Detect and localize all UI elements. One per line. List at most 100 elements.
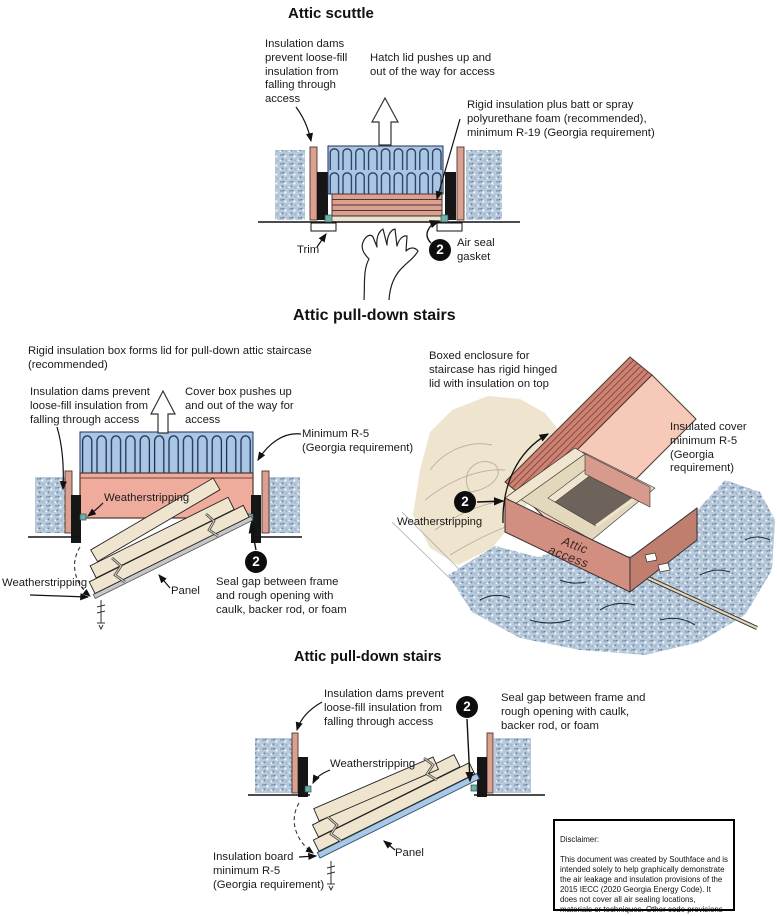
disclaimer-body: This document was created by Southface a… bbox=[560, 855, 728, 916]
label-insulation-dams: Insulation dams prevent loose-fill insul… bbox=[324, 688, 444, 728]
pulldown-3d-drawing bbox=[391, 356, 775, 655]
attic-floor bbox=[413, 396, 560, 565]
note-badge-2: 2 bbox=[245, 551, 267, 573]
attic-scuttle-drawing bbox=[258, 96, 520, 301]
leader-panel bbox=[383, 840, 396, 851]
loose-fill-right bbox=[466, 150, 502, 220]
dam-board-right bbox=[456, 146, 465, 221]
leader-trim bbox=[316, 233, 327, 248]
disclaimer-heading: Disclaimer: bbox=[560, 835, 600, 845]
title-attic-scuttle: Attic scuttle bbox=[288, 5, 374, 22]
insulation-board bbox=[316, 772, 481, 859]
box-inner-wall bbox=[584, 453, 651, 508]
dam-board-right bbox=[261, 470, 270, 534]
trim-right bbox=[436, 222, 463, 232]
leader-badge bbox=[248, 522, 257, 551]
leader-dams bbox=[56, 426, 67, 491]
hinge-tab bbox=[657, 562, 671, 573]
label-cover-box: Cover box pushes up and out of the way f… bbox=[185, 386, 294, 426]
loose-fill-squiggles bbox=[479, 536, 771, 626]
air-seal-gasket-right bbox=[440, 214, 449, 223]
push-up-arrow bbox=[150, 389, 176, 434]
label-rigid-box: Rigid insulation box forms lid for pull-… bbox=[28, 345, 312, 371]
note-badge-2: 2 bbox=[456, 696, 478, 718]
label-weatherstripping: Weatherstripping bbox=[330, 758, 416, 770]
lid-edge-stripes bbox=[508, 359, 649, 498]
pull-cord bbox=[96, 600, 106, 631]
label-seal-gap: Seal gap between frame and rough opening… bbox=[216, 576, 347, 616]
disclaimer-box: Disclaimer: This document was created by… bbox=[553, 819, 735, 916]
label-air-seal-gasket: Air seal gasket bbox=[457, 237, 495, 263]
label-weatherstripping-top: Weatherstripping bbox=[104, 492, 190, 504]
loose-fill-left bbox=[35, 477, 65, 533]
label-weatherstripping: Weatherstripping bbox=[397, 516, 483, 528]
leader-panel bbox=[158, 574, 171, 589]
folded-stair-panel bbox=[311, 754, 481, 859]
leader-gasket bbox=[426, 220, 441, 244]
weatherstripping-left bbox=[304, 785, 312, 793]
lid-swing-arrow bbox=[502, 433, 550, 524]
hand-pushing bbox=[361, 228, 419, 301]
insulation-dam-left bbox=[298, 757, 308, 797]
title-pulldown-bottom: Attic pull-down stairs bbox=[294, 649, 442, 665]
air-seal-gasket-left bbox=[324, 214, 333, 223]
hatch-lid bbox=[325, 215, 447, 223]
prop-stick bbox=[647, 576, 758, 630]
loose-fill-right bbox=[269, 477, 300, 533]
pull-cord bbox=[326, 861, 336, 892]
leader-ws-top bbox=[87, 502, 104, 517]
weatherstripping-left bbox=[79, 513, 87, 521]
loose-fill-right bbox=[494, 738, 531, 793]
leader-r5 bbox=[257, 433, 302, 462]
dam-board-left bbox=[309, 146, 318, 221]
label-insulation-dams: Insulation dams prevent loose-fill insul… bbox=[265, 38, 348, 106]
stair-stringer bbox=[595, 495, 637, 528]
loose-fill-left bbox=[275, 150, 305, 220]
label-minimum-r5: Minimum R-5 (Georgia requirement) bbox=[302, 428, 414, 454]
label-weatherstripping-bottom: Weatherstripping bbox=[2, 577, 88, 589]
insulation-dam-right bbox=[477, 757, 487, 797]
insulation-dam-left bbox=[71, 495, 81, 543]
label-insulated-cover: Insulated cover minimum R-5 (Georgia req… bbox=[670, 421, 747, 475]
box-right-wall bbox=[629, 507, 698, 594]
pulldown-section-drawing bbox=[28, 389, 302, 631]
swing-path-arrow bbox=[74, 546, 91, 597]
dam-board-left bbox=[291, 732, 299, 794]
leader-badge bbox=[465, 718, 474, 783]
label-hatch-lid: Hatch lid pushes up and out of the way f… bbox=[370, 52, 495, 78]
leader-badge bbox=[476, 497, 505, 506]
leader-ws bbox=[312, 769, 331, 785]
leader-board bbox=[298, 852, 318, 861]
label-insulation-board: Insulation board minimum R-5 (Georgia re… bbox=[213, 851, 325, 891]
hinge-tab bbox=[644, 552, 658, 563]
dam-board-right bbox=[486, 732, 494, 794]
label-panel: Panel bbox=[171, 585, 200, 597]
batt-insulation bbox=[79, 431, 254, 474]
push-up-arrow bbox=[370, 96, 400, 146]
weatherstripping-right bbox=[470, 784, 478, 792]
leader-ws-bottom bbox=[29, 593, 90, 601]
pulldown-bottom-drawing bbox=[248, 701, 545, 892]
note-badge-2: 2 bbox=[429, 239, 451, 261]
floor-contours bbox=[424, 443, 521, 556]
insulation-dam-right bbox=[251, 495, 261, 543]
label-trim: Trim bbox=[297, 244, 320, 256]
dam-board-left bbox=[64, 470, 73, 534]
loose-fill-left bbox=[255, 738, 292, 793]
leader-rigid bbox=[435, 118, 461, 201]
trim-left bbox=[310, 222, 337, 232]
swing-path-arrow bbox=[293, 802, 314, 854]
leader-dams bbox=[295, 701, 323, 732]
leader-dams bbox=[295, 106, 313, 143]
insulation-dam-left bbox=[317, 172, 328, 220]
insulation-dam-right bbox=[445, 172, 456, 220]
label-panel: Panel bbox=[395, 847, 424, 859]
batt-insulation bbox=[327, 145, 444, 195]
label-seal-gap: Seal gap between frame and rough opening… bbox=[501, 692, 646, 732]
note-badge-2: 2 bbox=[454, 491, 476, 513]
label-rigid-insulation: Rigid insulation plus batt or spray poly… bbox=[467, 99, 655, 139]
title-pulldown: Attic pull-down stairs bbox=[293, 307, 456, 324]
label-insulation-dams: Insulation dams prevent loose-fill insul… bbox=[30, 386, 150, 426]
